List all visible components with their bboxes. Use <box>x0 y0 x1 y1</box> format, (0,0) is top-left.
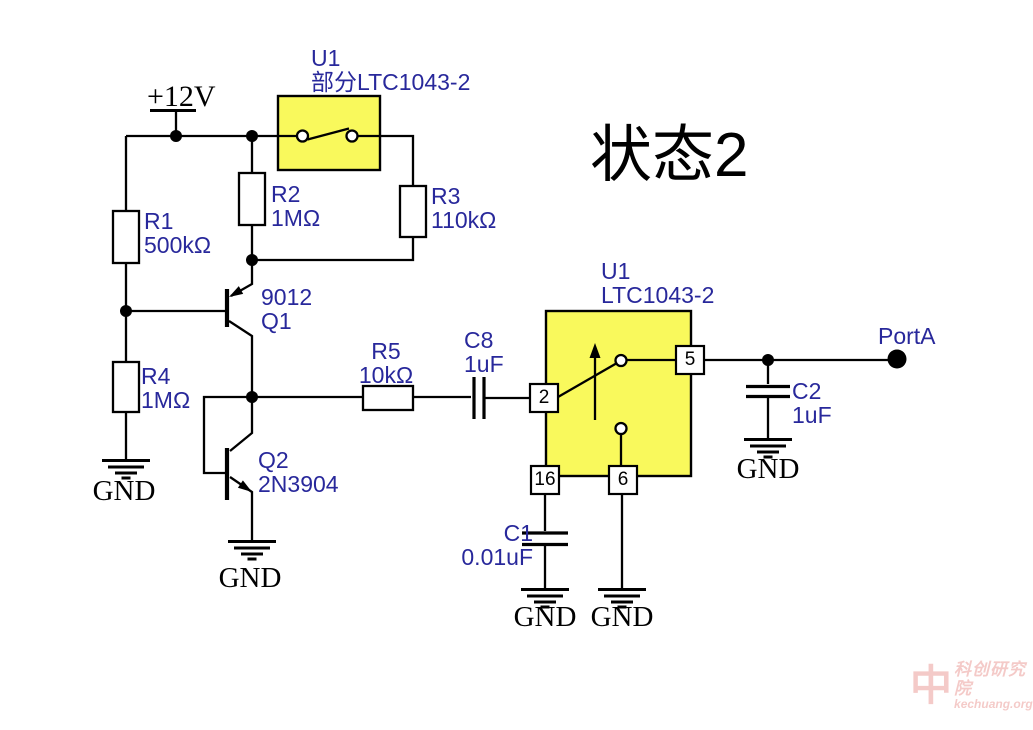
gnd-label-c1: GND <box>513 601 577 633</box>
kechuang-logo-icon: 中 <box>910 661 953 709</box>
page-title: 状态2 <box>590 121 749 190</box>
switch-direction-arrow <box>589 343 601 358</box>
supply-label: +12V <box>147 80 216 113</box>
gnd-label-pin6: GND <box>590 601 654 633</box>
transistor-q1-symbol <box>224 286 244 327</box>
u1-top-switch-contacts <box>295 127 359 143</box>
resistor-r3-symbol <box>398 184 428 239</box>
resistor-r2-symbol <box>237 171 267 227</box>
junction-dots <box>120 130 774 403</box>
pin-6-box <box>607 464 639 496</box>
resistor-r5-symbol <box>361 384 415 412</box>
transistor-q2-symbol <box>224 448 252 500</box>
capacitor-c2-symbol <box>746 384 790 399</box>
gnd-label-c2: GND <box>736 453 800 485</box>
pin-5-box <box>674 344 706 376</box>
capacitor-c8-symbol <box>472 377 486 419</box>
gnd-symbol <box>226 540 278 561</box>
pin-2-number: 2 <box>538 387 550 408</box>
resistor-r4-symbol <box>111 360 141 414</box>
porta-label: PortA <box>878 323 936 349</box>
porta-terminal <box>887 349 907 369</box>
u1-right-switch-contacts <box>589 343 628 436</box>
u1-right-switch-block <box>544 309 693 478</box>
resistor-r1-symbol <box>111 209 141 265</box>
capacitor-c1-symbol <box>522 531 568 547</box>
gnd-label-q2: GND <box>218 562 282 594</box>
pin-6-number: 6 <box>617 469 629 490</box>
watermark-site-text: kechuang.org <box>954 697 1033 711</box>
pin-16-box <box>529 464 561 496</box>
pin-5-number: 5 <box>684 349 696 370</box>
gnd-label-r4: GND <box>92 475 156 507</box>
watermark-org-text: 科创研究院 <box>954 660 1027 698</box>
pin-16-number: 16 <box>534 469 556 490</box>
pin-2-box <box>528 382 560 414</box>
watermark: 中 科创研究院 kechuang.org <box>910 660 1033 711</box>
wire-net <box>124 111 897 588</box>
